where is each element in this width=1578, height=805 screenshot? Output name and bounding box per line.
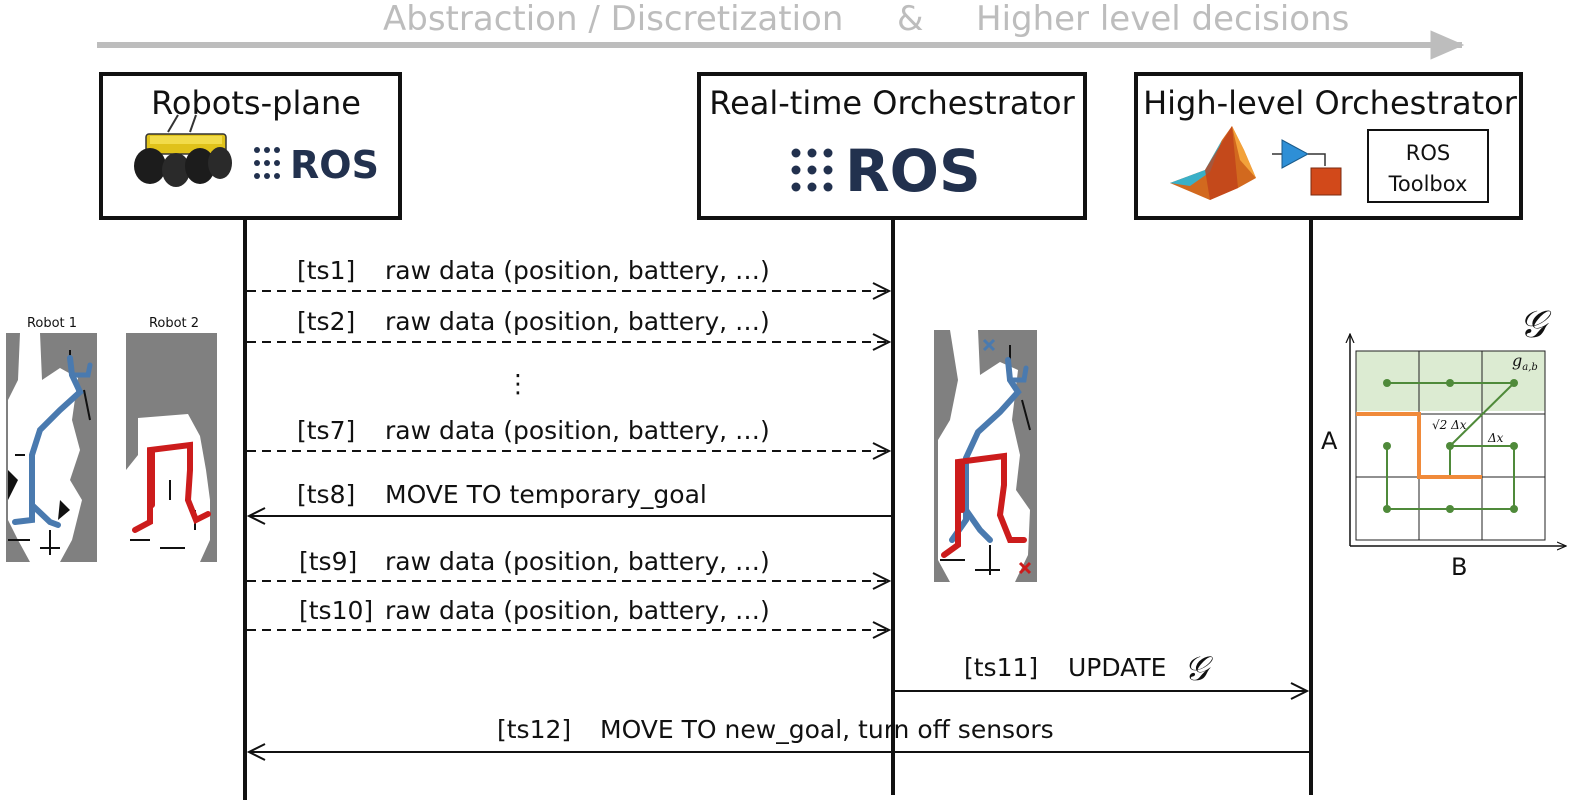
graph-symbol: 𝒢 bbox=[1519, 302, 1552, 346]
simulink-icon bbox=[1272, 139, 1342, 196]
diagonal-cost-label: √2 Δx bbox=[1432, 418, 1467, 432]
message-ts12: [ts12] MOVE TO new_goal, turn off sensor… bbox=[249, 715, 1309, 752]
message-ts10: [ts10] raw data (position, battery, …) bbox=[247, 596, 889, 630]
message-ts1-label: [ts1] bbox=[297, 256, 355, 285]
message-ts9: [ts9] raw data (position, battery, …) bbox=[247, 547, 889, 581]
message-ts7-text: raw data (position, battery, …) bbox=[385, 416, 770, 445]
axis-b-label: B bbox=[1451, 553, 1467, 581]
message-ts9-label: [ts9] bbox=[299, 547, 357, 576]
message-ts11-label: [ts11] bbox=[964, 653, 1038, 682]
ros-toolbox-box bbox=[1367, 129, 1489, 203]
message-ts11-graph-symbol: 𝒢 bbox=[1184, 649, 1213, 689]
message-ts8-text: MOVE TO temporary_goal bbox=[385, 480, 707, 509]
banner-left-text: Abstraction / Discretization bbox=[383, 0, 843, 39]
blue-goal-marker-icon bbox=[982, 338, 996, 352]
message-ts8: [ts8] MOVE TO temporary_goal bbox=[249, 480, 891, 516]
combined-map bbox=[934, 330, 1037, 582]
graph-g: 𝒢 ga,b √2 Δx Δx A B bbox=[1321, 302, 1566, 581]
message-ts7: [ts7] raw data (position, battery, …) bbox=[247, 416, 889, 451]
banner-ampersand: & bbox=[897, 0, 924, 39]
robot1-label: Robot 1 bbox=[27, 316, 77, 331]
toolbox-line2: Toolbox bbox=[1388, 172, 1468, 196]
ros-logo-text: ROS bbox=[290, 143, 379, 187]
message-ts12-label: [ts12] bbox=[497, 715, 571, 744]
ros-logo-icon: ROS bbox=[254, 143, 379, 187]
message-ts2-label: [ts2] bbox=[297, 307, 355, 336]
rover-icon bbox=[134, 114, 232, 187]
toolbox-line1: ROS bbox=[1406, 141, 1450, 165]
step-cost-label: Δx bbox=[1487, 431, 1504, 445]
ellipsis-vertical: ⋮ bbox=[506, 369, 531, 398]
message-ts12-text: MOVE TO new_goal, turn off sensors bbox=[600, 715, 1054, 744]
message-ts1-text: raw data (position, battery, …) bbox=[385, 256, 770, 285]
robot1-map: Robot 1 bbox=[6, 316, 97, 562]
hl-orchestrator-box: High-level Orchestrator ROS Toolbox bbox=[1134, 72, 1523, 220]
message-ts1: [ts1] raw data (position, battery, …) bbox=[247, 256, 889, 291]
rt-orchestrator-title: Real-time Orchestrator bbox=[709, 84, 1075, 122]
robots-plane-title: Robots-plane bbox=[151, 84, 361, 122]
robot2-map: Robot 2 bbox=[126, 316, 217, 562]
message-ts11-text: UPDATE bbox=[1068, 653, 1166, 682]
ros-logo-large-icon: ROS bbox=[791, 137, 981, 205]
message-ts7-label: [ts7] bbox=[297, 416, 355, 445]
message-ts10-label: [ts10] bbox=[299, 596, 373, 625]
node-label: ga,b bbox=[1512, 351, 1538, 373]
message-ts10-text: raw data (position, battery, …) bbox=[385, 596, 770, 625]
hl-orchestrator-title: High-level Orchestrator bbox=[1143, 84, 1518, 122]
robot2-label: Robot 2 bbox=[149, 316, 199, 331]
message-ts9-text: raw data (position, battery, …) bbox=[385, 547, 770, 576]
matlab-icon bbox=[1170, 126, 1256, 200]
message-ts2: [ts2] raw data (position, battery, …) bbox=[247, 307, 889, 342]
robots-plane-box: Robots-plane ROS bbox=[99, 72, 402, 220]
message-ts11: [ts11] UPDATE 𝒢 bbox=[895, 649, 1307, 691]
axis-a-label: A bbox=[1321, 427, 1338, 455]
rt-orchestrator-box: Real-time Orchestrator ROS bbox=[697, 72, 1087, 220]
red-goal-marker-icon bbox=[1018, 561, 1032, 575]
banner-right-text: Higher level decisions bbox=[976, 0, 1349, 39]
message-ts2-text: raw data (position, battery, …) bbox=[385, 307, 770, 336]
ros-logo-large-text: ROS bbox=[845, 137, 981, 205]
message-ts8-label: [ts8] bbox=[297, 480, 355, 509]
